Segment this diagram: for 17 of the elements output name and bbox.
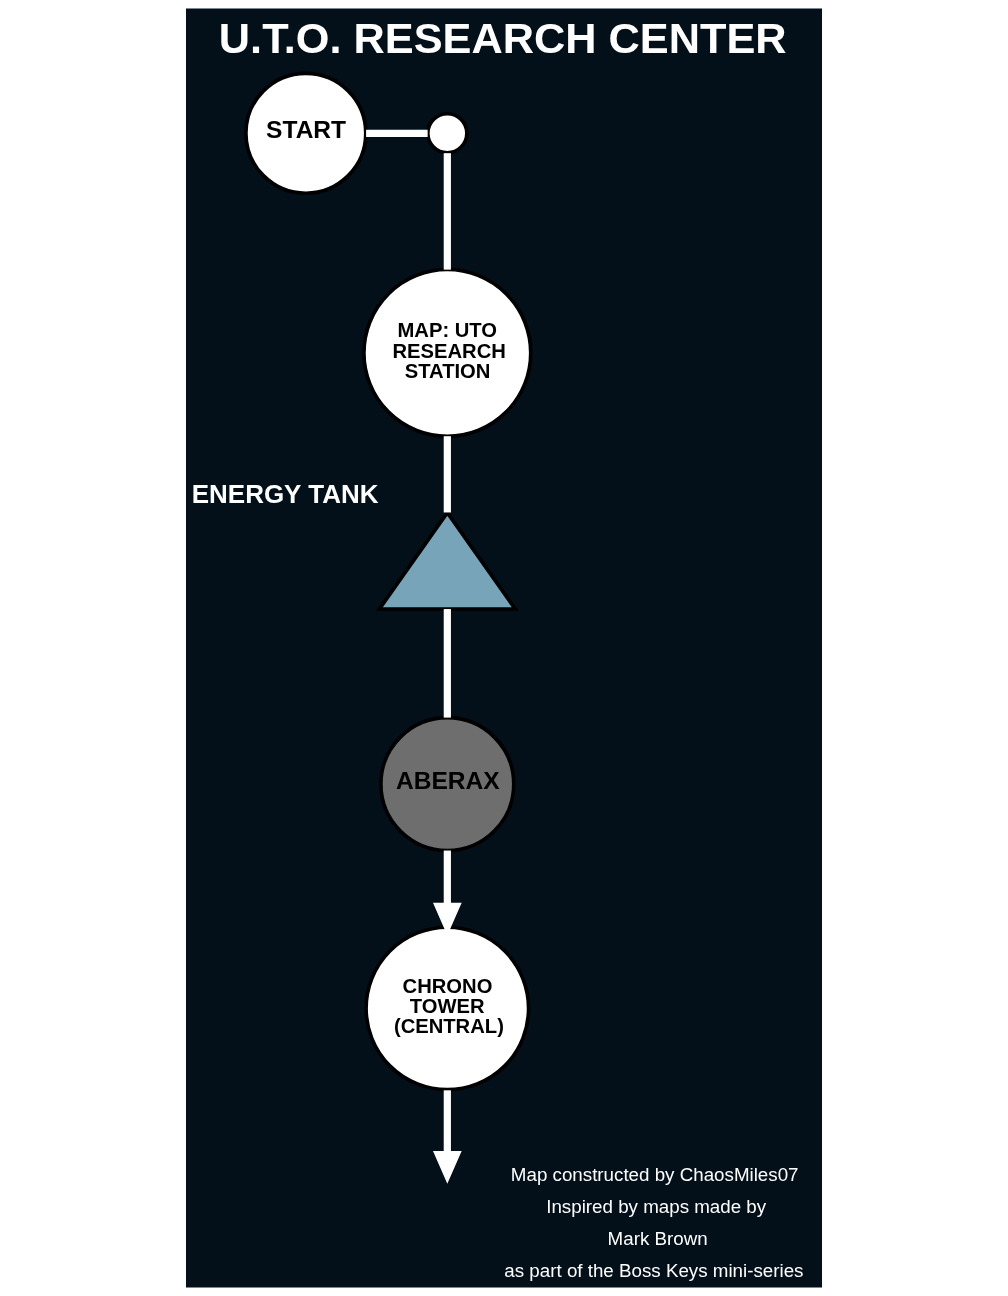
- diagram-title: U.T.O. RESEARCH CENTER: [218, 14, 787, 63]
- node-circle: CHRONO TOWER (CENTRAL): [364, 925, 531, 1092]
- node-circle: START: [244, 71, 368, 195]
- label: Mark Brown: [607, 1227, 708, 1249]
- node-triangle: [376, 509, 519, 611]
- node-circle: ABERAX: [379, 715, 516, 853]
- connector: [443, 609, 451, 718]
- node-circle: [426, 111, 469, 155]
- label: as part of the Boss Keys mini-series: [504, 1259, 804, 1281]
- arrow: [432, 1090, 462, 1184]
- connector: [443, 436, 451, 513]
- label: Map constructed by ChaosMiles07: [510, 1164, 799, 1186]
- label: Inspired by maps made by: [546, 1196, 767, 1218]
- connector: [366, 129, 428, 137]
- node-circle: MAP: UTO RESEARCH STATION: [362, 267, 533, 439]
- connector: [443, 153, 451, 270]
- node-label: ENERGY TANK: [191, 479, 379, 510]
